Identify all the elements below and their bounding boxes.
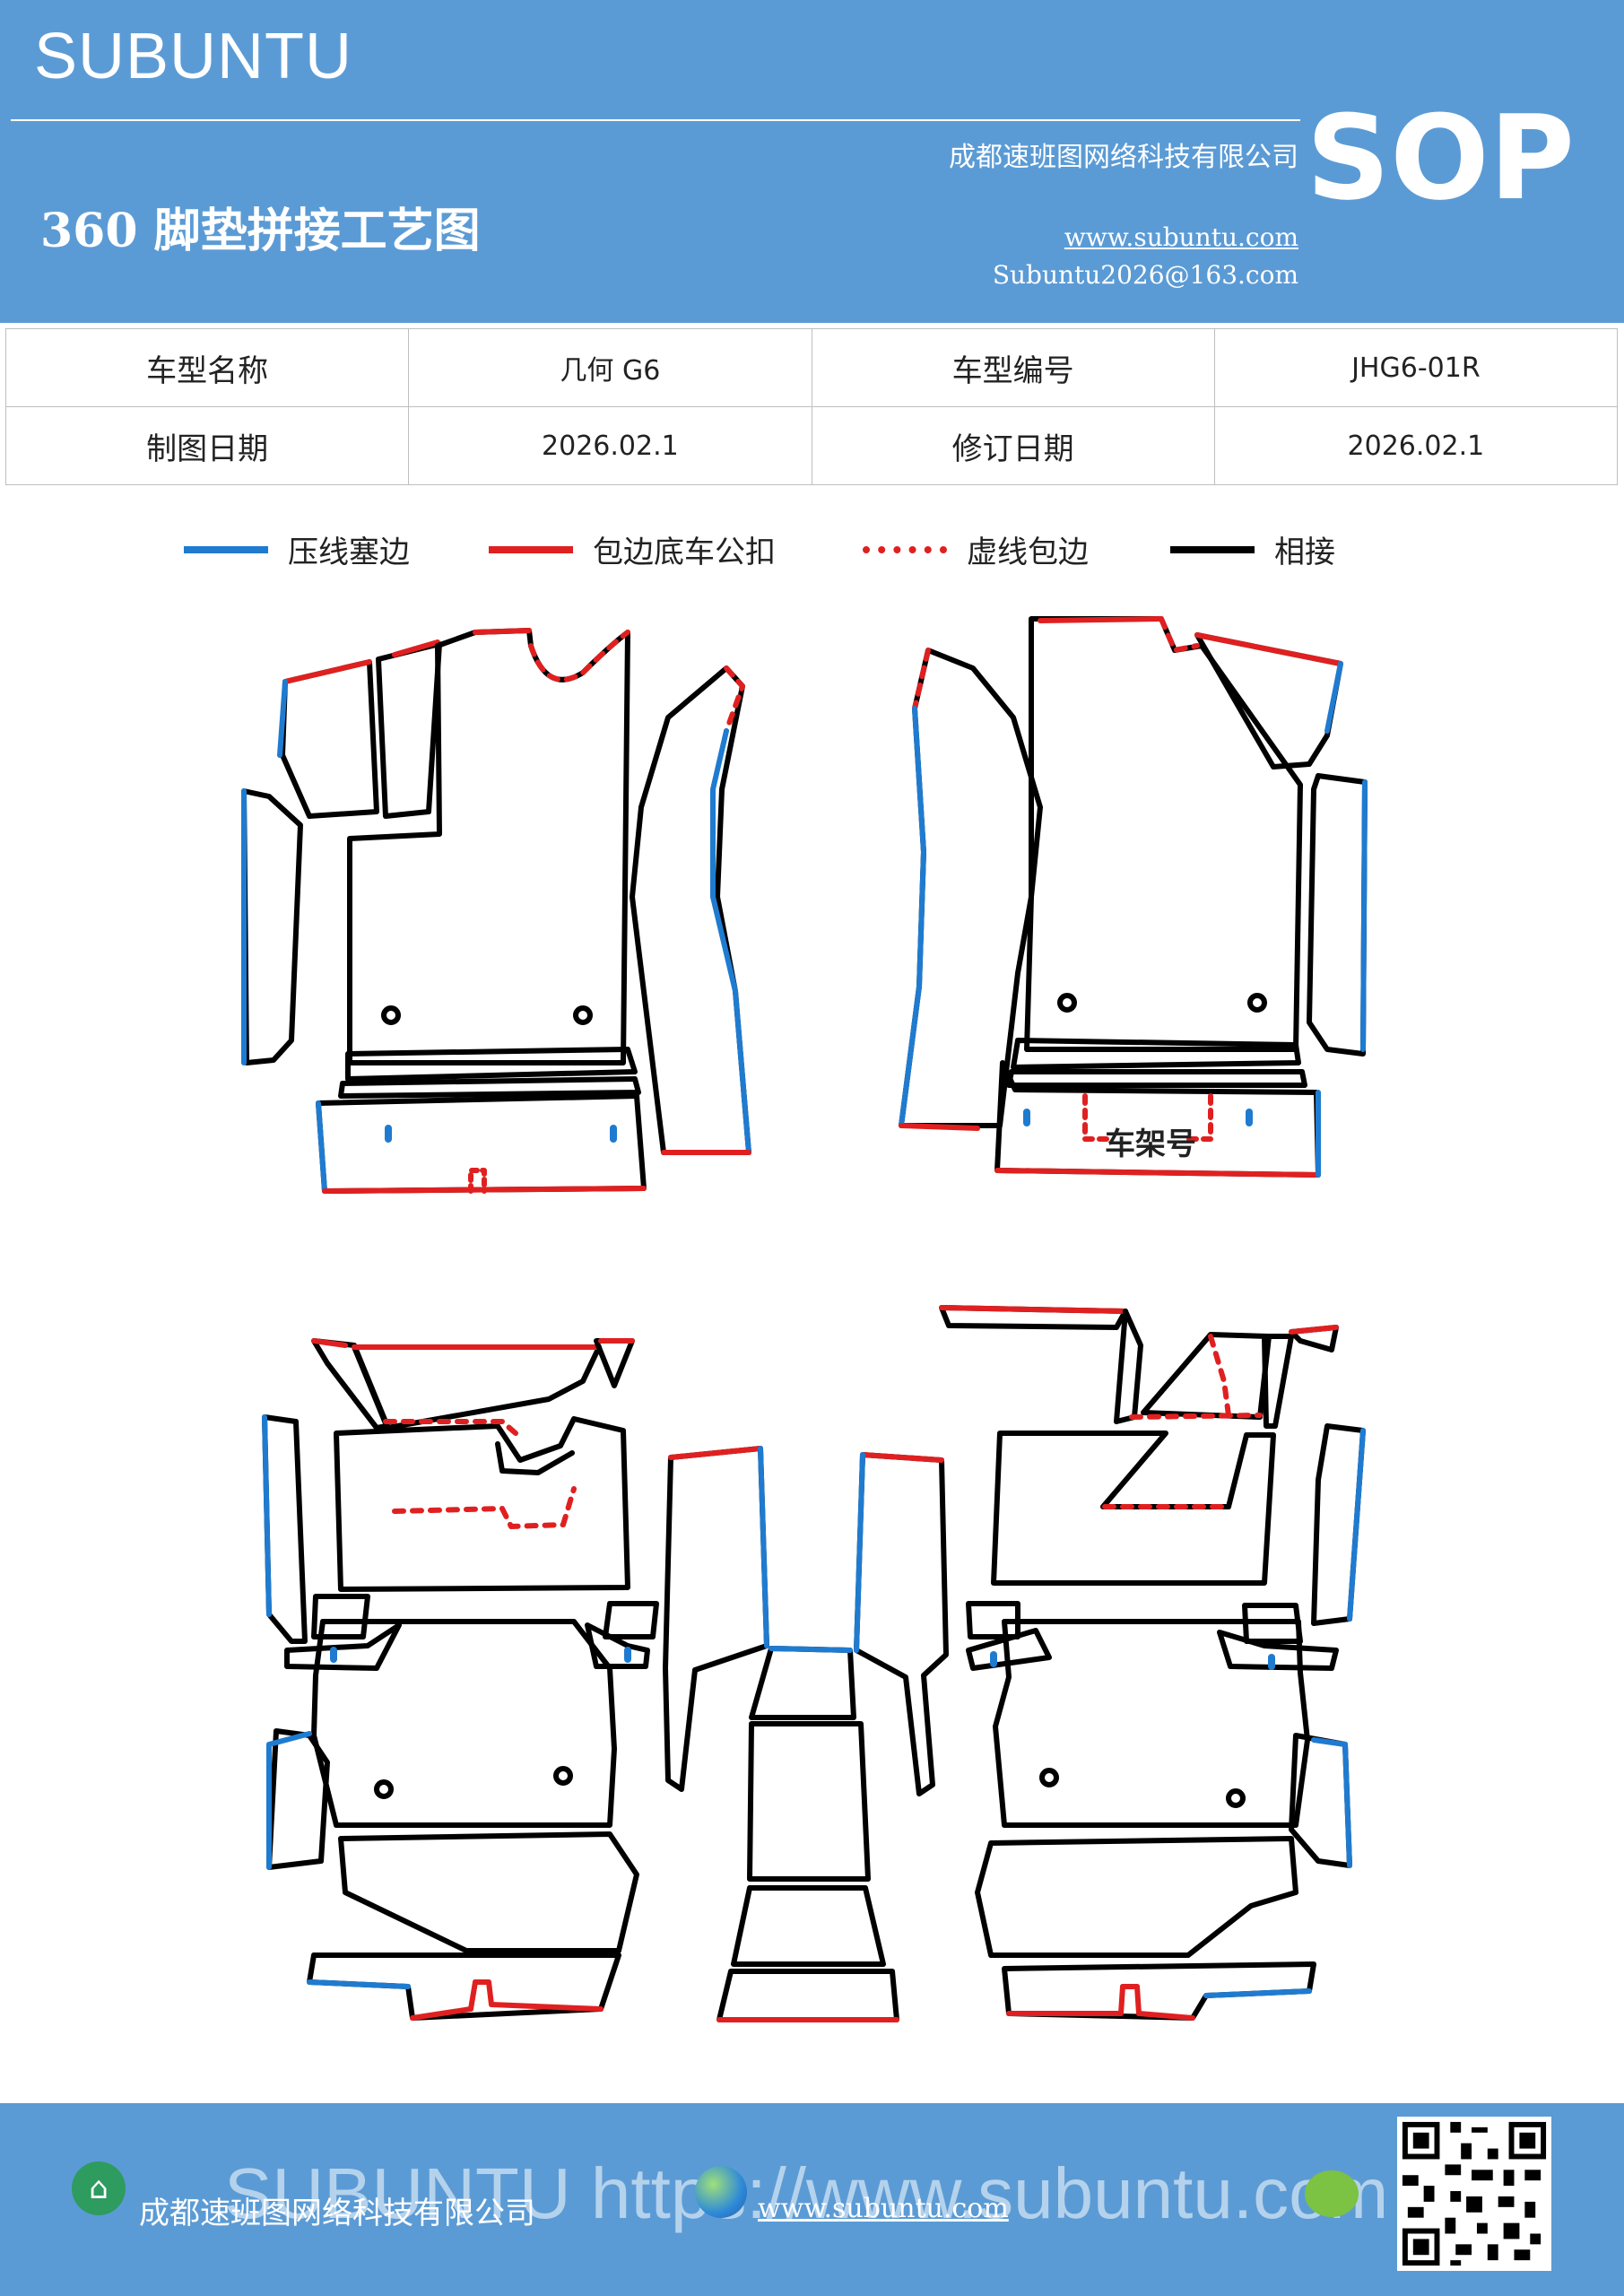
mat-rear-left bbox=[262, 1338, 769, 2021]
header-banner: SUBUNTU 成都速班图网络科技有限公司 360 脚垫拼接工艺图 www.su… bbox=[0, 0, 1624, 323]
company-name: 成都速班图网络科技有限公司 bbox=[949, 142, 1298, 173]
frame-number-label: 车架号 bbox=[1105, 1126, 1196, 1162]
qr-code-icon bbox=[1397, 2117, 1551, 2271]
legend-label: 相接 bbox=[1274, 535, 1335, 570]
header-divider bbox=[11, 119, 1300, 121]
legend-label: 虚线包边 bbox=[967, 535, 1089, 570]
footer-banner: SUBUNTU https://www.subuntu.com ⌂ 成都速班图网… bbox=[0, 2103, 1624, 2296]
table-row: 车型名称 几何 G6 车型编号 JHG6-01R bbox=[4, 328, 1619, 407]
table-row: 制图日期 2026.02.1 修订日期 2026.02.1 bbox=[4, 406, 1619, 485]
legend-label: 压线塞边 bbox=[288, 535, 410, 570]
model-name-value: 几何 G6 bbox=[408, 328, 812, 407]
revise-date-value: 2026.02.1 bbox=[1213, 406, 1619, 485]
legend-swatch-red-solid bbox=[489, 545, 573, 553]
legend-label: 包边底车公扣 bbox=[593, 535, 776, 570]
model-code-label: 车型编号 bbox=[811, 328, 1215, 407]
website-link[interactable]: www.subuntu.com bbox=[1064, 222, 1298, 252]
legend-swatch-blue-solid bbox=[184, 545, 268, 553]
footer-company-name: 成都速班图网络科技有限公司 bbox=[139, 2196, 535, 2231]
page-title: 360 脚垫拼接工艺图 bbox=[40, 204, 481, 258]
sop-badge: SOP bbox=[1306, 90, 1575, 226]
model-code-value: JHG6-01R bbox=[1213, 328, 1619, 407]
legend-item: 虚线包边 bbox=[863, 527, 1089, 571]
legend-item: 相接 bbox=[1170, 527, 1335, 571]
mat-rear-right bbox=[854, 1305, 1366, 2021]
legend-item: 包边底车公扣 bbox=[489, 527, 776, 571]
vehicle-info-table: 车型名称 几何 G6 车型编号 JHG6-01R 制图日期 2026.02.1 … bbox=[4, 328, 1619, 485]
mat-center-tunnel bbox=[716, 1646, 899, 2022]
revise-date-label: 修订日期 bbox=[811, 406, 1215, 485]
draw-date-label: 制图日期 bbox=[4, 406, 410, 485]
footer-website-link[interactable]: www.subuntu.com bbox=[758, 2193, 1009, 2224]
footer-watermark: SUBUNTU https://www.subuntu.com bbox=[224, 2153, 1389, 2233]
draw-date-value: 2026.02.1 bbox=[408, 406, 812, 485]
line-legend: 压线塞边 包边底车公扣 虚线包边 相接 bbox=[0, 527, 1624, 572]
legend-item: 压线塞边 bbox=[184, 527, 410, 571]
mat-front-right: 车架号 bbox=[899, 616, 1368, 1178]
building-icon: ⌂ bbox=[72, 2161, 126, 2215]
email-address: Subuntu2026@163.com bbox=[992, 260, 1298, 290]
wechat-icon bbox=[1305, 2170, 1359, 2217]
model-name-label: 车型名称 bbox=[4, 328, 410, 407]
legend-swatch-red-dashed bbox=[863, 545, 947, 553]
mat-front-left bbox=[241, 628, 751, 1194]
brand-logo-text: SUBUNTU bbox=[34, 21, 353, 92]
legend-swatch-black-solid bbox=[1170, 545, 1255, 553]
globe-icon bbox=[695, 2166, 747, 2218]
